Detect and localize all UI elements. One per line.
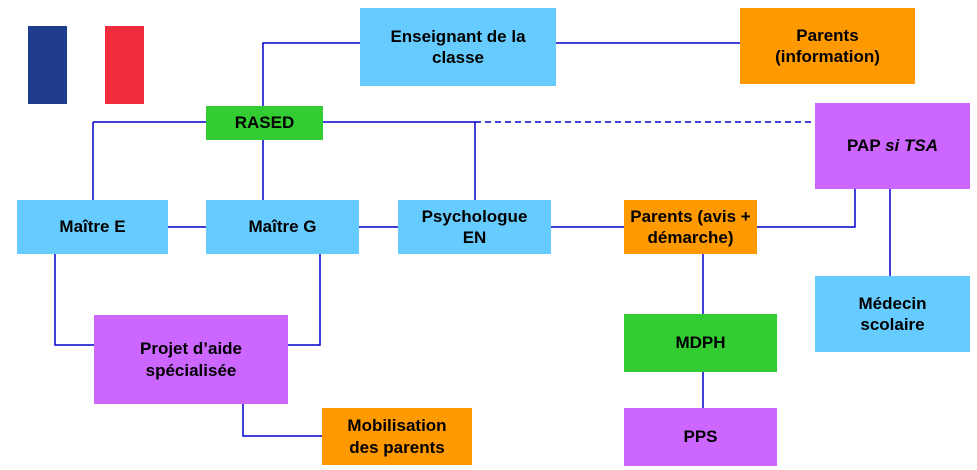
node-projet: Projet d’aide spécialisée <box>94 315 288 404</box>
node-pap: PAP si TSA <box>815 103 970 189</box>
node-rased: RASED <box>206 106 323 140</box>
node-maitre-e: Maître E <box>17 200 168 254</box>
node-maitre-g: Maître G <box>206 200 359 254</box>
flag-blue-stripe <box>28 26 67 104</box>
node-mdph: MDPH <box>624 314 777 372</box>
france-flag-icon <box>28 26 145 104</box>
node-parents-information: Parents (information) <box>740 8 915 84</box>
flag-red-stripe <box>105 26 145 104</box>
pap-label: PAP <box>846 136 886 156</box>
flag-white-stripe <box>66 26 106 104</box>
node-enseignant: Enseignant de la classe <box>360 8 556 86</box>
node-pps: PPS <box>624 408 777 466</box>
node-psychologue: Psychologue EN <box>398 200 551 254</box>
node-medecin: Médecin scolaire <box>815 276 970 352</box>
node-mobilisation: Mobilisation des parents <box>322 408 472 465</box>
pap-condition: si TSA <box>885 136 938 156</box>
node-parents-avis: Parents (avis + démarche) <box>624 200 757 254</box>
